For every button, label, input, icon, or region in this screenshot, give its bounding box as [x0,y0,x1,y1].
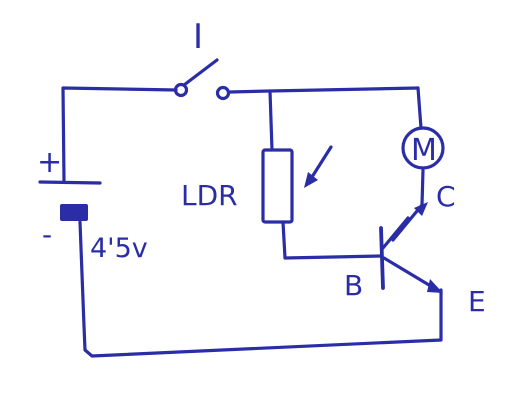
motor-label: M [411,133,437,168]
wire-switch-to-right [228,86,420,94]
emitter-arrow-icon [427,279,443,293]
transistor: C B E [344,180,486,318]
ldr-light-arrow-head [304,172,318,188]
wire-node-to-ldr [268,89,274,152]
wire-emitter-return [78,220,443,358]
battery-voltage-label: 4'5v [90,233,148,264]
wires [61,86,443,358]
switch-label: I [193,17,203,57]
transistor-emitter-lead [382,256,436,290]
battery-positive-plate [38,180,102,185]
switch: I [173,17,231,101]
switch-contact-left [173,82,189,98]
ldr-light-arrow-shaft [310,145,333,179]
ldr: LDR [181,145,333,224]
battery-plus-label: + [37,145,62,180]
wire-battery-to-switch [61,86,178,182]
transistor-collector-lead [381,216,410,250]
battery-minus-label: - [42,218,52,251]
emitter-label: E [468,285,486,318]
collector-arrow-icon [414,202,428,216]
switch-lever [182,58,219,87]
switch-contact-right [215,85,231,101]
motor-circle [401,126,445,170]
base-label: B [344,269,363,302]
battery: + - 4'5v [37,145,148,264]
wire-ldr-to-base [281,220,383,260]
wire-to-motor [416,86,423,130]
transistor-base-bar [379,226,385,290]
ldr-label: LDR [181,179,238,212]
ldr-body [261,148,294,224]
collector-label: C [436,180,456,213]
motor: M [401,126,445,170]
battery-negative-plate [60,204,88,221]
